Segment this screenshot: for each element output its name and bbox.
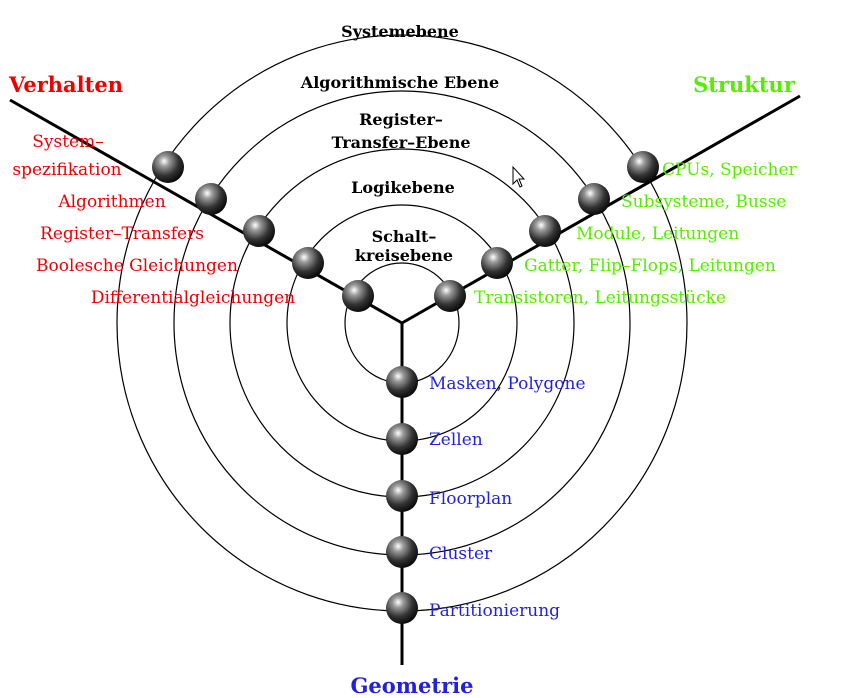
geometry-item: Zellen: [429, 430, 483, 450]
geometry-item: Partitionierung: [429, 601, 560, 621]
level-label-system: Systemebene: [341, 22, 459, 41]
behavior-item: Register–Transfers: [40, 224, 204, 244]
structure-item: Transistoren, Leitungsstücke: [474, 288, 726, 308]
level-label-rt-line1: Register–: [359, 110, 443, 129]
mouse-pointer-icon: [512, 165, 526, 188]
behavior-axis-title: Verhalten: [8, 72, 123, 97]
geometry-item: Cluster: [429, 544, 493, 564]
marker-geometry-algorithmic: [386, 536, 418, 568]
level-labels: Systemebene Algorithmische Ebene Registe…: [300, 22, 499, 265]
geometry-item: Floorplan: [429, 489, 512, 509]
marker-behavior-circuit: [342, 280, 374, 312]
behavior-item: System–: [32, 132, 104, 152]
geometry-items: Masken, Polygone Zellen Floorplan Cluste…: [429, 374, 586, 621]
geometry-item: Masken, Polygone: [429, 374, 586, 394]
marker-geometry-system: [386, 592, 418, 624]
level-label-rt-line2: Transfer–Ebene: [331, 133, 470, 152]
level-label-algorithmic: Algorithmische Ebene: [300, 73, 499, 92]
marker-behavior-algorithmic: [195, 183, 227, 215]
behavior-item: Boolesche Gleichungen: [36, 256, 238, 276]
behavior-item: spezifikation: [12, 160, 121, 180]
structure-axis-title: Struktur: [693, 72, 796, 97]
level-label-circuit-line1: Schalt–: [372, 227, 437, 246]
structure-axis-markers: [434, 151, 659, 312]
marker-structure-circuit: [434, 280, 466, 312]
structure-item: CPUs, Speicher: [662, 160, 798, 180]
geometry-axis-markers: [386, 366, 418, 624]
structure-item: Subsysteme, Busse: [621, 192, 786, 212]
marker-geometry-rt: [386, 480, 418, 512]
marker-behavior-system: [152, 151, 184, 183]
marker-structure-logic: [481, 247, 513, 279]
structure-items: CPUs, Speicher Subsysteme, Busse Module,…: [474, 160, 798, 308]
level-label-logic: Logikebene: [351, 178, 455, 197]
marker-structure-rt: [529, 215, 561, 247]
level-label-circuit-line2: kreisebene: [355, 246, 453, 265]
marker-structure-algorithmic: [578, 183, 610, 215]
behavior-item: Differentialgleichungen: [91, 288, 295, 308]
structure-item: Module, Leitungen: [576, 224, 739, 244]
behavior-axis-markers: [152, 151, 374, 312]
behavior-items: System– spezifikation Algorithmen Regist…: [12, 132, 295, 308]
marker-geometry-circuit: [386, 366, 418, 398]
geometry-axis-title: Geometrie: [351, 673, 474, 698]
marker-structure-system: [627, 151, 659, 183]
behavior-item: Algorithmen: [57, 192, 165, 212]
marker-geometry-logic: [386, 423, 418, 455]
structure-item: Gatter, Flip–Flops, Leitungen: [524, 256, 776, 276]
marker-behavior-logic: [292, 247, 324, 279]
marker-behavior-rt: [243, 215, 275, 247]
